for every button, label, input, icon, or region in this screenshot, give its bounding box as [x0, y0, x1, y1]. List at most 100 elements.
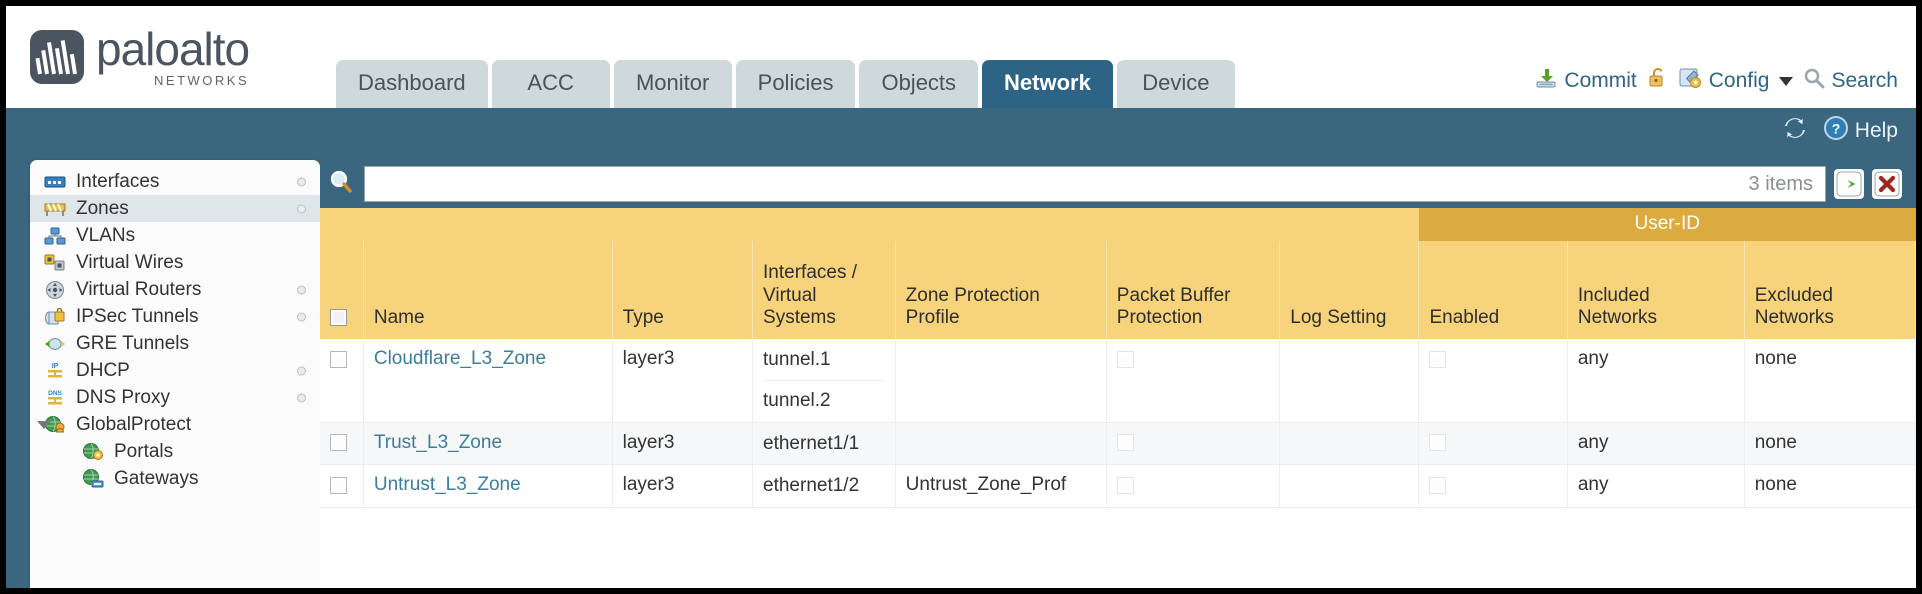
- column-header-enabled[interactable]: Enabled: [1418, 241, 1568, 340]
- row-select-cell[interactable]: [320, 464, 364, 508]
- top-actions: Commit: [1534, 66, 1898, 96]
- table-row[interactable]: Cloudflare_L3_Zone layer3 tunnel.1 tunne…: [320, 339, 1916, 423]
- sidebar-item-interfaces[interactable]: Interfaces: [30, 168, 320, 195]
- table-row[interactable]: Trust_L3_Zone layer3 ethernet1/1 any non…: [320, 422, 1916, 466]
- tab-objects[interactable]: Objects: [859, 60, 979, 108]
- cell-type: layer3: [612, 339, 754, 423]
- commit-button[interactable]: Commit: [1534, 66, 1637, 96]
- row-select-cell[interactable]: [320, 339, 364, 423]
- commit-label: Commit: [1564, 69, 1637, 92]
- select-all-header[interactable]: [320, 241, 364, 340]
- row-checkbox[interactable]: [330, 476, 347, 494]
- column-header-interfaces[interactable]: Interfaces / Virtual Systems: [752, 241, 896, 340]
- sidebar-item-dhcp[interactable]: IP DHCP: [30, 357, 320, 384]
- tab-acc[interactable]: ACC: [491, 60, 610, 108]
- sidebar-item-globalprotect[interactable]: GlobalProtect: [30, 411, 320, 438]
- column-header-included-networks[interactable]: Included Networks: [1567, 241, 1745, 340]
- cell-userid-enabled[interactable]: [1418, 464, 1568, 508]
- tab-policies[interactable]: Policies: [735, 60, 856, 108]
- packet-buffer-protection-checkbox[interactable]: [1116, 350, 1134, 368]
- cell-included-networks: any: [1567, 464, 1745, 508]
- search-input[interactable]: 3 items: [364, 166, 1826, 202]
- interface-item: ethernet1/2: [763, 475, 860, 497]
- virtual-routers-icon: [42, 280, 68, 300]
- row-select-cell[interactable]: [320, 422, 364, 466]
- zone-name-link[interactable]: Untrust_L3_Zone: [373, 474, 521, 496]
- tab-device[interactable]: Device: [1116, 60, 1235, 108]
- packet-buffer-protection-checkbox[interactable]: [1116, 476, 1134, 494]
- refresh-icon[interactable]: [1781, 114, 1809, 148]
- sidebar-item-virtual-wires[interactable]: Virtual Wires: [30, 249, 320, 276]
- cell-log-setting: [1279, 464, 1420, 508]
- help-label: Help: [1854, 119, 1898, 142]
- cell-packet-buffer-protection[interactable]: [1106, 422, 1281, 466]
- cell-interfaces: ethernet1/2: [752, 464, 896, 508]
- config-label: Config: [1708, 69, 1770, 92]
- main-nav-tabs[interactable]: Dashboard ACC Monitor Policies Objects N…: [336, 60, 1239, 108]
- apply-filter-button[interactable]: [1834, 169, 1864, 199]
- sidebar-item-label: Zones: [76, 197, 129, 219]
- sidebar-item-virtual-routers[interactable]: Virtual Routers: [30, 276, 320, 303]
- select-all-checkbox[interactable]: [330, 309, 347, 327]
- group-header-spacer: [320, 208, 1419, 242]
- cell-log-setting: [1279, 339, 1420, 423]
- search-row: 3 items: [320, 160, 1916, 208]
- row-checkbox[interactable]: [330, 350, 347, 368]
- sidebar-item-label: Portals: [114, 440, 174, 462]
- packet-buffer-protection-checkbox[interactable]: [1116, 434, 1134, 452]
- status-dot: [297, 177, 306, 186]
- row-checkbox[interactable]: [330, 434, 347, 452]
- cell-name[interactable]: Untrust_L3_Zone: [363, 464, 613, 508]
- commit-icon: [1534, 66, 1558, 96]
- column-header-packet-buffer-protection[interactable]: Packet Buffer Protection: [1106, 241, 1281, 340]
- sidebar-item-zones[interactable]: Zones: [30, 195, 320, 222]
- sub-header-band: ? Help: [6, 108, 1916, 160]
- cell-included-networks: any: [1567, 339, 1745, 423]
- cell-name[interactable]: Cloudflare_L3_Zone: [363, 339, 613, 423]
- column-header-log-setting[interactable]: Log Setting: [1279, 241, 1420, 340]
- cell-name[interactable]: Trust_L3_Zone: [363, 422, 613, 466]
- search-filter-icon[interactable]: [328, 168, 356, 201]
- zone-name-link[interactable]: Trust_L3_Zone: [373, 431, 503, 453]
- column-header-excluded-networks[interactable]: Excluded Networks: [1744, 241, 1916, 340]
- sidebar-item-portals[interactable]: Portals: [30, 438, 320, 465]
- userid-enabled-checkbox[interactable]: [1429, 476, 1447, 494]
- column-header-zone-protection-profile[interactable]: Zone Protection Profile: [895, 241, 1107, 340]
- sidebar-item-ipsec-tunnels[interactable]: IPSec Tunnels: [30, 303, 320, 330]
- table-row[interactable]: Untrust_L3_Zone layer3 ethernet1/2 Untru…: [320, 464, 1916, 508]
- config-menu[interactable]: Config: [1679, 66, 1794, 96]
- collapse-triangle-icon[interactable]: [37, 420, 51, 429]
- table-header-row: Name Type Interfaces / Virtual Systems Z…: [320, 241, 1916, 340]
- cell-included-networks: any: [1567, 422, 1745, 466]
- sidebar-item-label: IPSec Tunnels: [76, 305, 199, 327]
- column-header-type[interactable]: Type: [612, 241, 754, 340]
- cell-packet-buffer-protection[interactable]: [1106, 464, 1281, 508]
- virtual-wires-icon: [42, 253, 68, 273]
- lock-button[interactable]: [1647, 66, 1669, 96]
- sidebar-item-dns-proxy[interactable]: DNS DNS Proxy: [30, 384, 320, 411]
- userid-enabled-checkbox[interactable]: [1429, 350, 1447, 368]
- cell-userid-enabled[interactable]: [1418, 339, 1568, 423]
- tab-monitor[interactable]: Monitor: [613, 60, 732, 108]
- cell-zone-protection-profile: [895, 422, 1107, 466]
- tab-network[interactable]: Network: [982, 60, 1113, 108]
- status-dot: [297, 366, 306, 375]
- tab-dashboard[interactable]: Dashboard: [336, 60, 488, 108]
- sidebar-item-gateways[interactable]: Gateways: [30, 465, 320, 492]
- userid-enabled-checkbox[interactable]: [1429, 434, 1447, 452]
- cell-userid-enabled[interactable]: [1418, 422, 1568, 466]
- column-header-name[interactable]: Name: [363, 241, 613, 340]
- sidebar-item-vlans[interactable]: VLANs: [30, 222, 320, 249]
- help-button[interactable]: ? Help: [1823, 115, 1898, 147]
- svg-text:DNS: DNS: [48, 390, 62, 397]
- zone-name-link[interactable]: Cloudflare_L3_Zone: [373, 348, 547, 370]
- svg-text:IP: IP: [52, 363, 59, 370]
- item-count-label: 3 items: [1748, 172, 1813, 195]
- clear-filter-button[interactable]: [1872, 169, 1902, 199]
- search-button[interactable]: Search: [1803, 67, 1898, 95]
- cell-packet-buffer-protection[interactable]: [1106, 339, 1281, 423]
- search-label: Search: [1831, 69, 1898, 92]
- sidebar-item-gre-tunnels[interactable]: GRE Tunnels: [30, 330, 320, 357]
- table-group-header-row: User-ID: [320, 208, 1916, 242]
